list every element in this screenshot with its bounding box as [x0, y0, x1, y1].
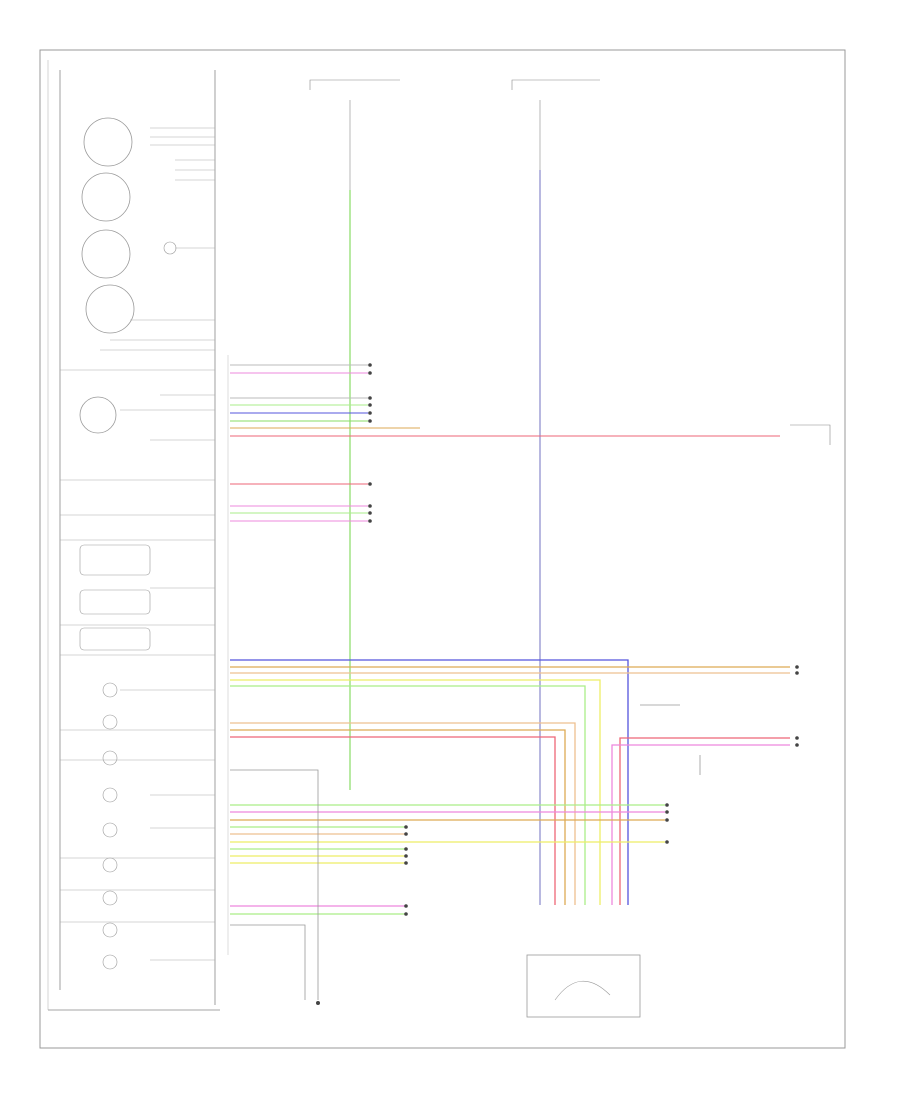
- right-connector-bracket: [790, 424, 831, 445]
- cluster-internal-wiring: [60, 127, 215, 961]
- indicator-lamps: [79, 544, 151, 970]
- lower-wires: [230, 659, 790, 915]
- upper-wires: [230, 364, 780, 522]
- lower-gray-wires: [230, 704, 701, 1000]
- top-connectors: [309, 79, 600, 90]
- lamp-oil: [163, 241, 177, 255]
- diagram-frame: [39, 49, 846, 1049]
- sender-box: [526, 954, 641, 1018]
- lower-connector-dots: [316, 665, 799, 1005]
- gauge-3: [81, 229, 131, 279]
- gauge-1: [83, 117, 133, 167]
- gauge-4: [85, 284, 135, 334]
- gauges: [79, 117, 177, 434]
- instrument-cluster: [47, 60, 220, 1011]
- upper-connector-dots: [368, 363, 372, 523]
- gauge-2: [81, 172, 131, 222]
- gauge-5: [79, 396, 117, 434]
